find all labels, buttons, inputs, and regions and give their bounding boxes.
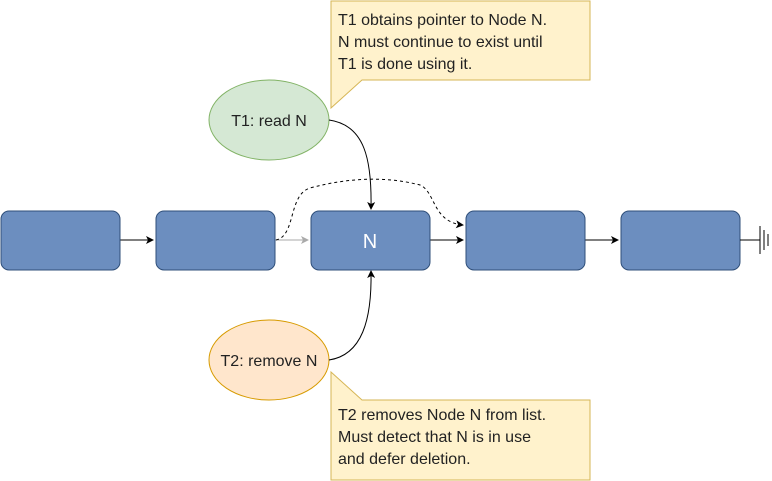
note-t1-line: T1 obtains pointer to Node N. [338,12,547,29]
list-node-1 [0,210,121,271]
list-node-4 [465,210,586,271]
list-node-5 [620,210,741,271]
null-terminator-icon [740,226,769,254]
note-t1-line: T1 is done using it. [338,56,472,73]
list-node-n [310,210,431,271]
note-t1-line: N must continue to exist until [338,34,543,51]
thread-t2-label: T2: remove N [221,353,318,370]
thread-t1-label: T1: read N [231,113,307,130]
note-t1-text: T1 obtains pointer to Node N. N must con… [338,12,551,73]
edge-bypass-dashed [275,178,464,241]
note-t1-callout [330,0,591,110]
note-t2-callout [330,370,591,481]
list-node-2 [155,210,276,271]
edge-t2-to-noden [328,270,376,361]
edge-t1-to-noden [328,119,376,210]
note-t2-text: T2 removes Node N from list. Must detect… [338,407,551,468]
list-node-n-label: N [363,231,377,253]
note-t2-line: and defer deletion. [338,451,471,468]
note-t2-line: T2 removes Node N from list. [338,407,546,424]
note-t2-line: Must detect that N is in use [338,429,531,446]
